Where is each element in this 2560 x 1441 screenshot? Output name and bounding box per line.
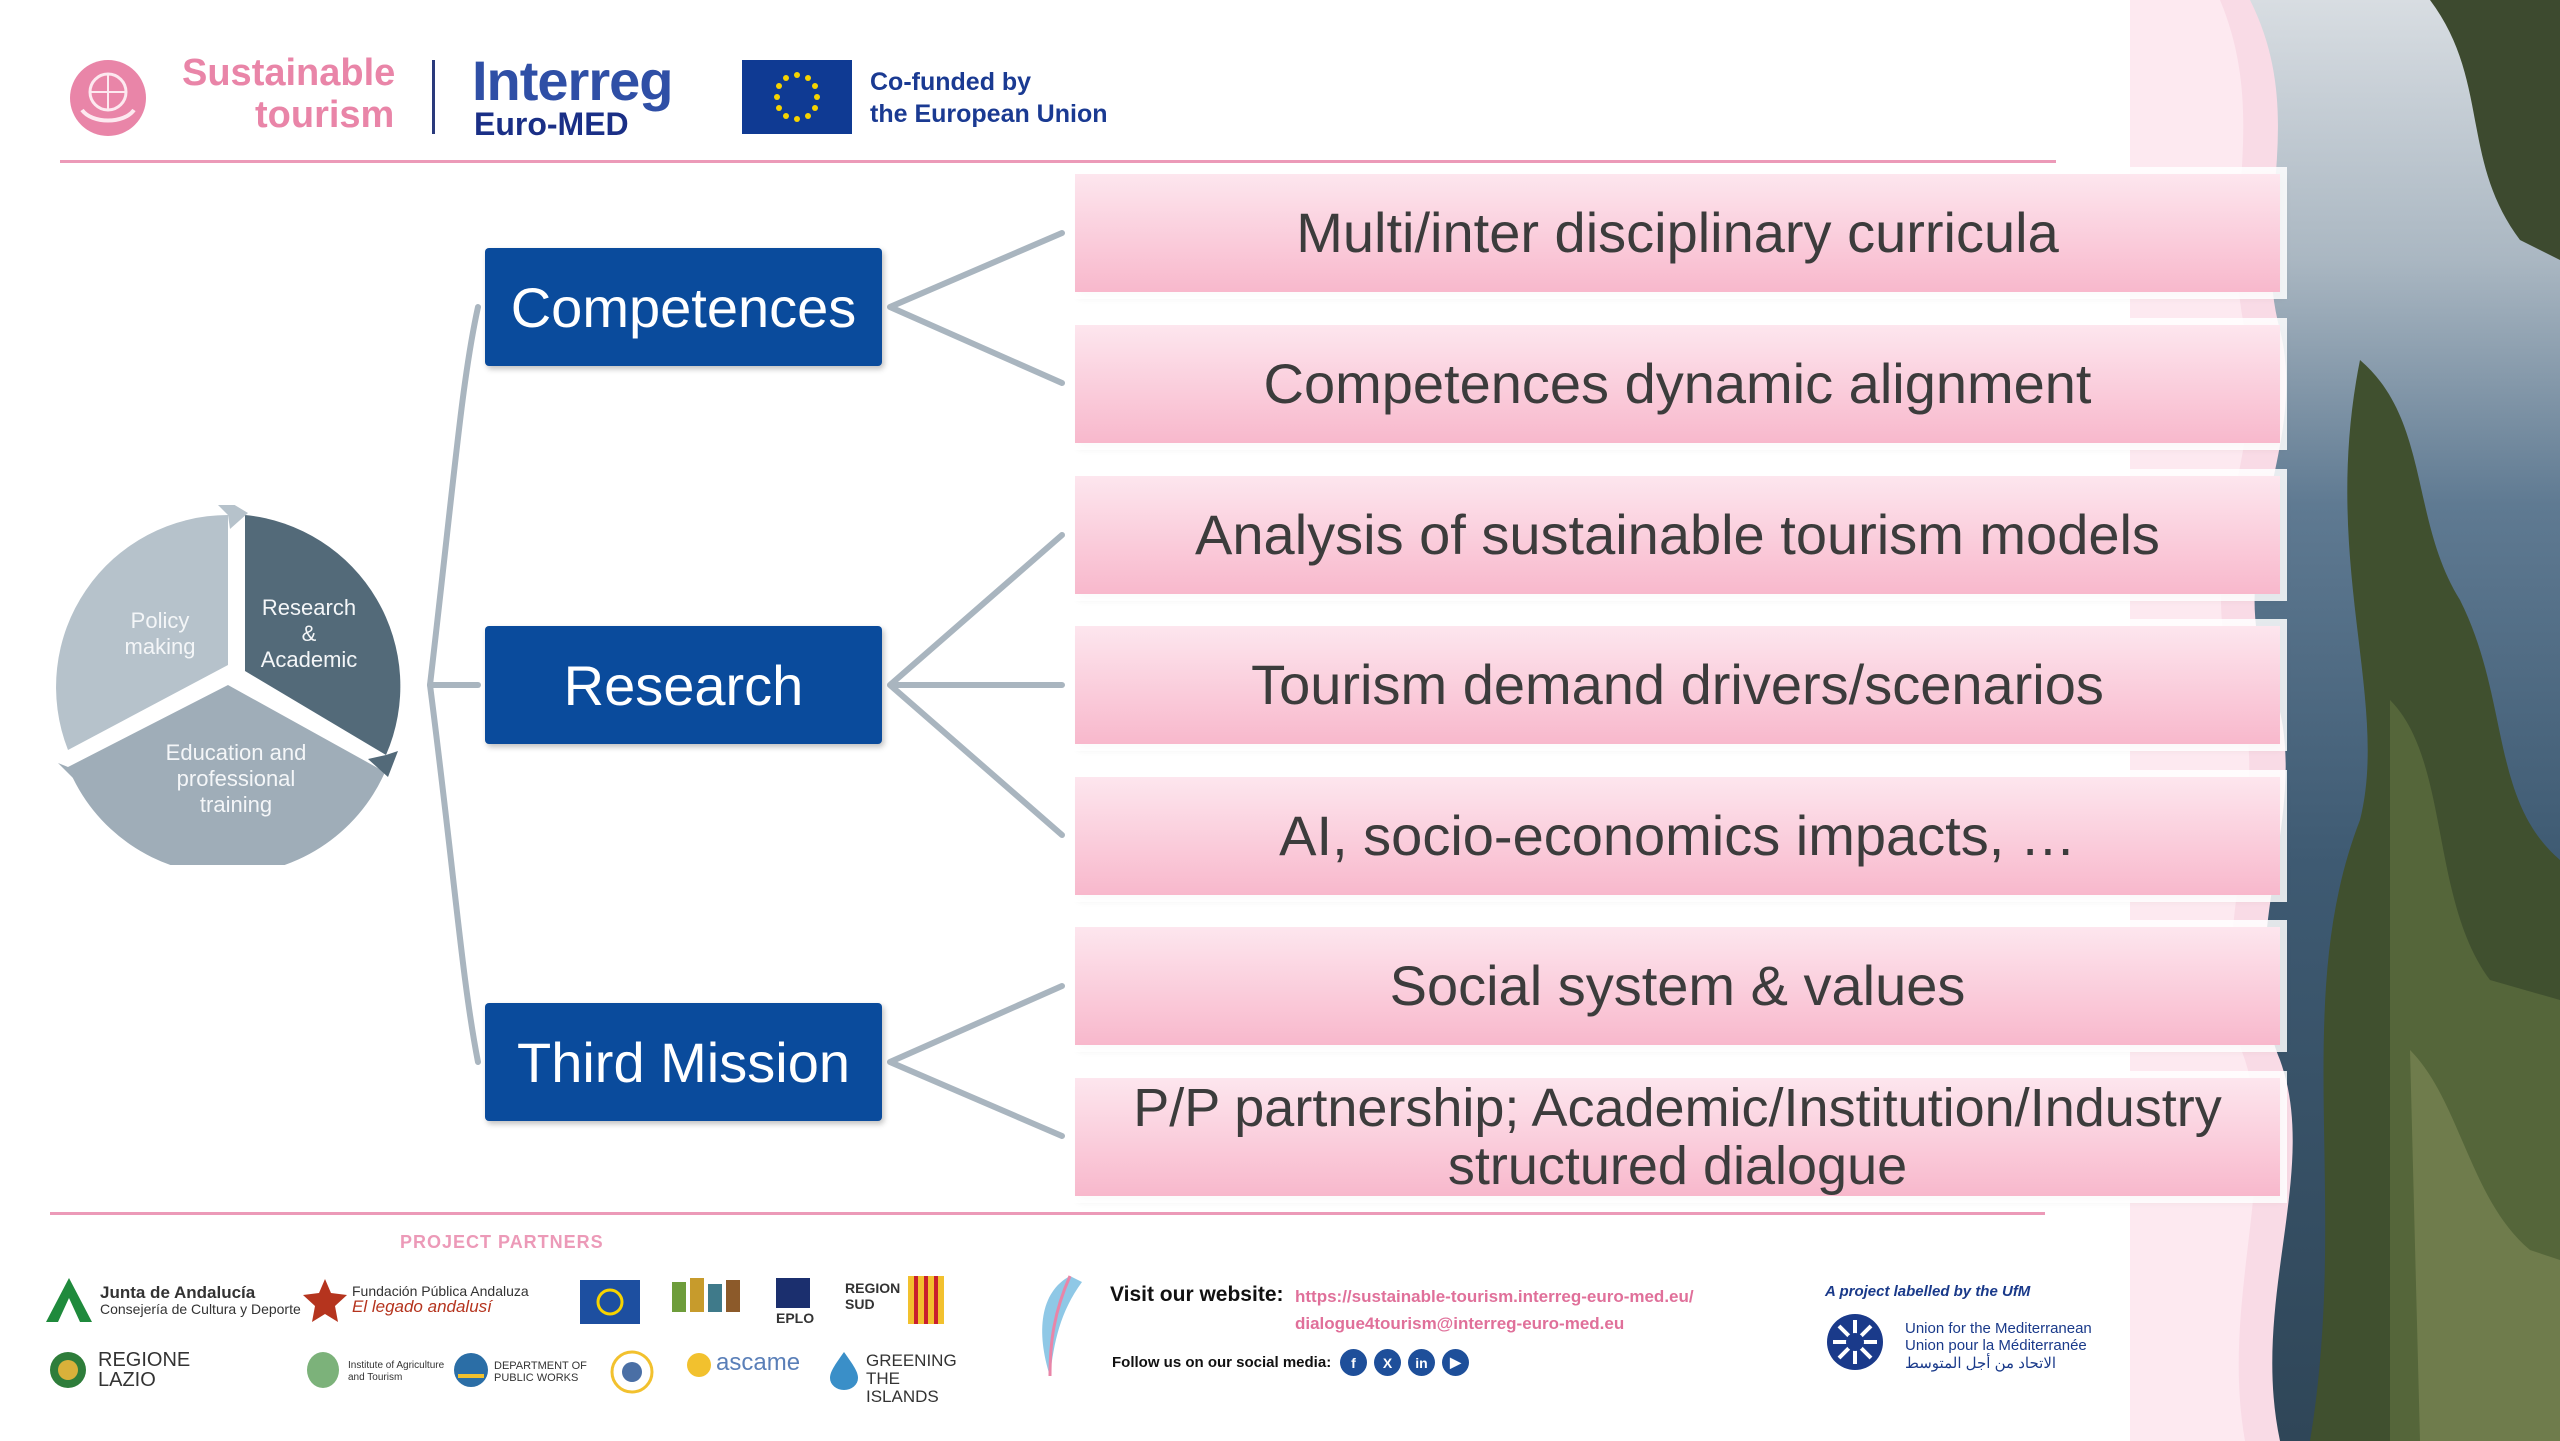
item-social-system: Social system & values [1075,927,2280,1045]
item-pp-partnership: P/P partnership; Academic/Institution/In… [1075,1078,2280,1196]
eu-flag-icon [742,60,852,134]
facebook-icon[interactable]: f [1340,1349,1367,1376]
linkedin-icon[interactable]: in [1408,1349,1435,1376]
partner-region-sud: REGION SUD [845,1280,901,1312]
ufm-name-fr: Union pour la Méditerranée [1905,1337,2087,1354]
cofunded-line-2: the European Union [870,100,1108,128]
ascame-icon [687,1353,711,1377]
globe-hands-icon [70,60,146,136]
partner-junta: Junta de Andalucía Consejería de Cultura… [100,1283,301,1317]
item-competences-alignment: Competences dynamic alignment [1075,325,2280,443]
cycle-label-policy: Policy making [124,608,196,659]
partner-legado-name: El legado andalusí [352,1297,492,1316]
item-multi-disciplinary-curricula: Multi/inter disciplinary curricula [1075,174,2280,292]
cycle-label-research: Research & Academic [260,595,358,672]
website-label: Visit our website: [1110,1283,1284,1306]
partners-title: PROJECT PARTNERS [400,1232,604,1252]
agriculture-institute-icon [307,1352,339,1388]
greening-islands-icon [830,1352,858,1390]
header-rule [60,160,2056,163]
partner-seal-icon [610,1350,654,1394]
partner-agriculture-institute: Institute of Agriculture and Tourism [348,1360,445,1383]
ufm-name-ar: الاتحاد من أجل المتوسط [1905,1355,2057,1372]
cofunded-line-1: Co-funded by [870,68,1032,96]
regione-lazio-icon [50,1352,86,1388]
item-ai-impacts: AI, socio-economics impacts, … [1075,777,2280,895]
interreg-logo: Interreg [472,49,673,112]
legado-andalusi-icon [303,1279,347,1322]
eplo-icon [776,1278,810,1308]
x-icon[interactable]: X [1374,1349,1401,1376]
partner-ascame: ascame [716,1349,801,1376]
category-third-mission: Third Mission [485,1003,882,1121]
council-of-europe-icon [580,1280,640,1324]
brand-line-1: Sustainable [182,52,396,94]
feather-icon [1042,1275,1082,1377]
euromed-label: Euro-MED [474,106,629,142]
brand-line-2: tourism [255,94,395,136]
item-tourism-models: Analysis of sustainable tourism models [1075,476,2280,594]
cycle-label-education: Education and professional training [165,740,307,817]
partner-legado-foundation: Fundación Pública Andaluza [352,1283,529,1299]
ufm-label: A project labelled by the UfM [1825,1283,2031,1300]
ufm-name-en: Union for the Mediterranean [1905,1320,2092,1337]
website-link[interactable]: https://sustainable-tourism.interreg-eur… [1295,1287,1694,1306]
partner-junta-name: Junta de Andalucía [100,1283,256,1302]
ufm-icon [1827,1314,1883,1370]
category-research: Research [485,626,882,744]
partner-public-works: DEPARTMENT OF PUBLIC WORKS [494,1360,587,1384]
social-label: Follow us on our social media: [1112,1354,1332,1371]
partner-eplo: EPLO [776,1310,815,1326]
partner-junta-dept: Consejería de Cultura y Deporte [100,1301,301,1317]
category-competences: Competences [485,248,882,366]
partner-legado: Fundación Pública Andaluza El legado and… [352,1283,529,1315]
junta-andalucia-icon [46,1278,92,1322]
header-separator [432,60,435,134]
cycle-diagram [56,505,401,865]
partner-regione-lazio: REGIONE LAZIO [98,1349,191,1391]
partner-greening-islands: GREENING THE ISLANDS [866,1351,957,1406]
footer-rule [50,1212,2045,1215]
email-link[interactable]: dialogue4tourism@interreg-euro-med.eu [1295,1314,1625,1333]
item-demand-drivers: Tourism demand drivers/scenarios [1075,626,2280,744]
youtube-icon[interactable]: ▶ [1442,1349,1469,1376]
partner-logo-green-icon [672,1278,740,1312]
region-sud-flag-icon [908,1276,944,1324]
public-works-icon [454,1353,488,1387]
